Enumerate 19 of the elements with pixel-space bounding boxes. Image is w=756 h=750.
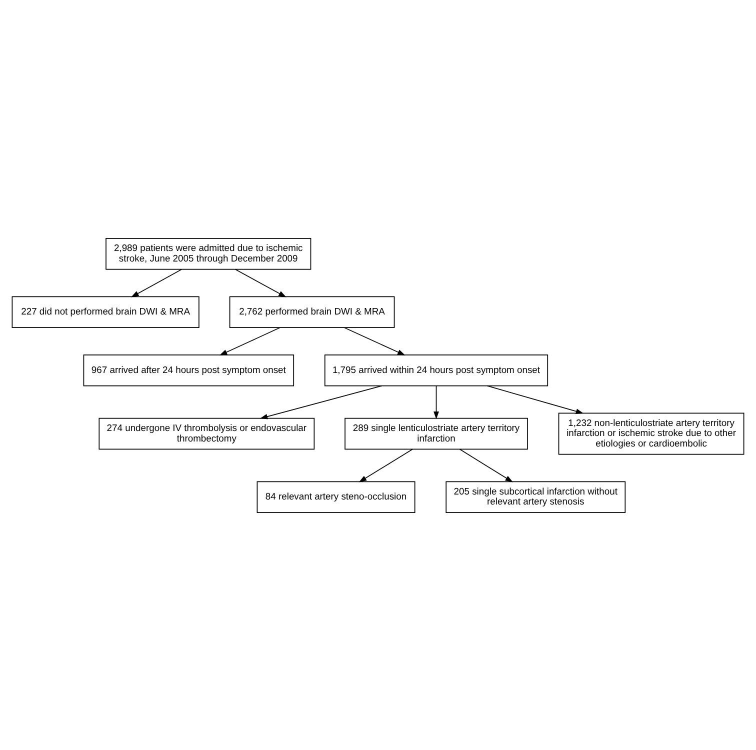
node-box: 2,762 performed brain DWI & MRA [229, 296, 395, 328]
arrow [459, 448, 513, 482]
arrow [344, 326, 406, 355]
node-box: 205 single subcortical infarction without relevant artery stenosis [446, 480, 626, 512]
node-box: 289 single lenticulostriate artery territory infarction [344, 417, 528, 450]
arrow [358, 448, 413, 482]
node-box: 1,795 arrived within 24 hours post symptom onset [324, 354, 548, 386]
node-box: 967 arrived after 24 hours post symptom onset [83, 354, 294, 386]
arrow [234, 268, 286, 297]
arrow [260, 384, 382, 419]
node-box: 227 did not performed brain DWI & MRA [12, 296, 200, 328]
arrow [131, 268, 182, 297]
arrow [219, 326, 280, 355]
arrow [486, 384, 584, 414]
node-box: 274 undergone IV thrombolysis or endovascular thrombectomy [98, 417, 315, 450]
arrow [434, 384, 439, 419]
node-box: 1,232 non-lenticulostriate artery territory infarction or ischemic stroke due to other etiologies or cardioembolic [558, 412, 744, 454]
node-box: 84 relevant artery steno-occlusion [256, 480, 416, 512]
node-box: 2,989 patients were admitted due to ischemic stroke, June 2005 through December 2009 [106, 238, 312, 270]
